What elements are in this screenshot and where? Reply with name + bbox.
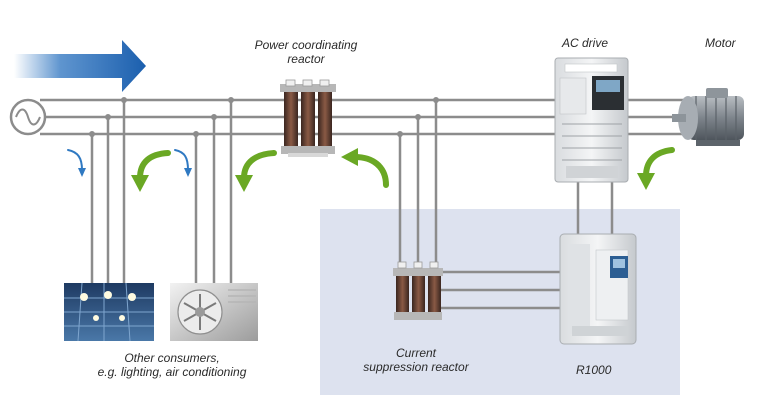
grid-energy-label-line1: Less energy needed — [14, 8, 123, 22]
green-arrow-aircon — [241, 150, 277, 181]
consumers-label-line1: Other consumers, — [124, 351, 220, 365]
consumers-label: Other consumers, e.g. lighting, air cond… — [70, 351, 274, 379]
ac-drive-icon — [554, 57, 629, 183]
motor-label: Motor — [705, 36, 736, 50]
power-reactor-icon — [280, 79, 336, 157]
green-arrow-motor — [643, 147, 675, 179]
green-arrow-lighting — [137, 150, 171, 181]
current-reactor-label-line2: suppression reactor — [363, 360, 469, 374]
junction-dots — [89, 97, 439, 137]
green-arrow-reactor — [352, 154, 389, 188]
current-reactor-label: Current suppression reactor — [346, 346, 486, 374]
power-reactor-label-line2: reactor — [287, 52, 325, 66]
motor-icon — [672, 88, 744, 146]
grid-energy-label: Less energy needed from grid — [14, 8, 123, 36]
r1000-label: R1000 — [576, 363, 612, 377]
lighting-icon — [64, 282, 154, 342]
blue-arrowheads — [78, 168, 192, 177]
ac-source-icon — [9, 98, 47, 136]
grid-energy-arrow — [14, 40, 146, 92]
power-reactor-label-line1: Power coordinating — [254, 38, 358, 52]
power-reactor-label: Power coordinating reactor — [236, 38, 376, 66]
air-conditioning-icon — [170, 283, 258, 341]
consumers-label-line2: e.g. lighting, air conditioning — [97, 365, 247, 379]
r1000-icon — [559, 233, 637, 345]
current-reactor-icon — [393, 261, 443, 320]
current-reactor-label-line1: Current — [395, 346, 436, 360]
blue-arrows — [67, 149, 189, 171]
grid-energy-label-line2: from grid — [14, 22, 62, 36]
green-arrows — [137, 147, 675, 188]
green-arrowheads — [131, 148, 655, 192]
ac-drive-label: AC drive — [562, 36, 609, 50]
